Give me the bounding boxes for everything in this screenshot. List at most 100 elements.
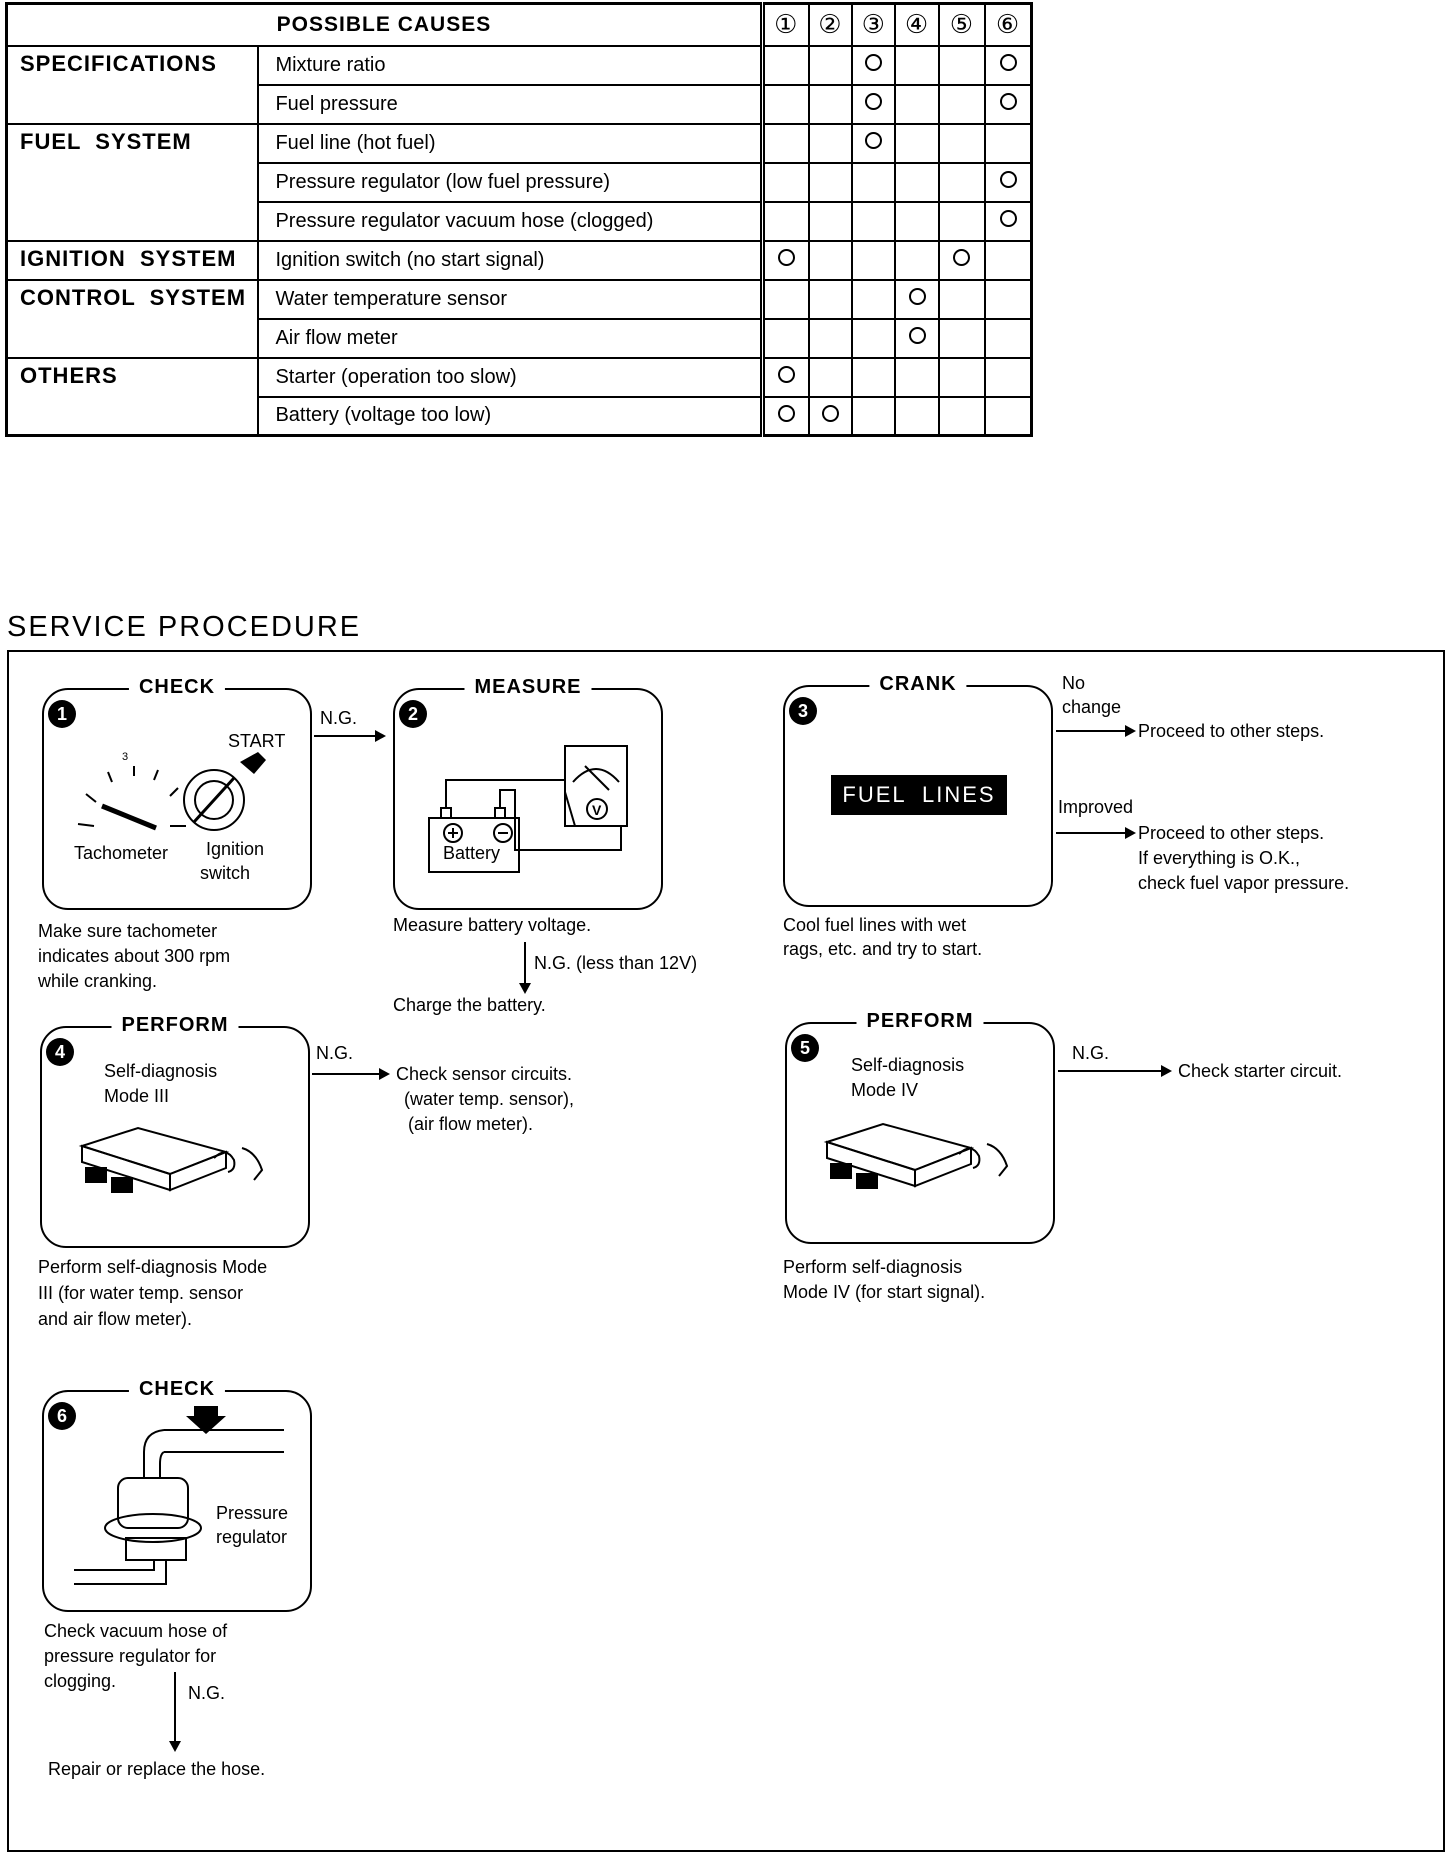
mark-cell [984,200,1033,242]
circle-mark-icon [865,132,883,149]
svg-text:3: 3 [122,751,128,763]
step5-box: PERFORM 5 Self-diagnosis Mode IV [785,1010,1055,1244]
mark-cell [851,200,897,242]
no-change-label-2: change [1062,697,1122,717]
mark-cell [937,200,987,242]
mark-cell [937,317,987,359]
mark-cell [937,83,987,125]
step5-result: Check starter circuit. [1178,1061,1343,1081]
ignition-label-1: Ignition [206,839,265,859]
improved-label: Improved [1058,797,1134,817]
service-procedure-title: SERVICE PROCEDURE [7,611,362,643]
circle-mark-icon [777,404,795,422]
step4-mode-2: Mode III [104,1086,170,1106]
proceed-1: Proceed to other steps. [1138,721,1325,741]
mark-cell [807,278,854,320]
step1-ng-label: N.G. [320,708,358,728]
cause-cell: Fuel line (hot fuel) [257,122,765,164]
pressure-label-1: Pressure [216,1503,289,1523]
mark-cell [761,161,810,203]
step1-desc-3: while cranking. [38,971,158,991]
step2-ng-label: N.G. (less than 12V) [534,953,698,973]
step3-box: CRANK 3 FUEL LINES [783,673,1053,907]
circle-mark-icon [999,210,1017,227]
mark-cell [761,395,810,437]
possible-causes-header: POSSIBLE CAUSES [5,2,765,47]
circle-mark-icon [821,404,839,422]
mark-cell [894,356,940,398]
cause-cell: Ignition switch (no start signal) [257,239,765,281]
mark-cell [984,356,1033,398]
mark-cell [894,278,940,320]
mark-cell [984,122,1033,164]
table-row: Pressure regulator vacuum hose (clogged) [7,200,1033,242]
mark-cell [984,317,1033,359]
mark-cell [807,83,854,125]
step3-desc-2: rags, etc. and try to start. [783,939,983,959]
step4-label: PERFORM [111,1014,239,1037]
circle-mark-icon [865,93,883,110]
column-5: ⑤ [937,2,987,47]
mark-cell [807,395,854,437]
mark-cell [851,356,897,398]
step5-desc-2: Mode IV (for start signal). [783,1282,986,1302]
mark-cell [807,200,854,242]
step2-desc: Measure battery voltage. [393,915,592,935]
cause-cell: Fuel pressure [257,83,765,125]
mark-cell [851,395,897,437]
mark-cell [851,83,897,125]
step6-label: CHECK [128,1378,226,1401]
mark-cell [984,83,1033,125]
mark-cell [807,44,854,86]
improved-arrow [1056,827,1136,839]
ecu-diagnosis-icon [78,1126,264,1193]
step5-mode-1: Self-diagnosis [851,1055,965,1075]
cause-cell: Water temperature sensor [257,278,765,320]
mark-cell [761,83,810,125]
pressure-label-2: regulator [216,1527,288,1547]
mark-cell [807,356,854,398]
cause-cell: Pressure regulator vacuum hose (clogged) [257,200,765,242]
mark-cell [937,278,987,320]
step5-ng-arrow [1058,1065,1172,1077]
mark-cell [937,356,987,398]
proceed-2: Proceed to other steps. [1138,823,1325,843]
step6-number: 6 [48,1402,76,1430]
mark-cell [937,395,987,437]
step4-ng-label: N.G. [316,1043,354,1063]
mark-cell [984,239,1033,281]
step2-box: MEASURE 2 V Battery [393,676,663,910]
mark-cell [807,317,854,359]
step5-mode-2: Mode IV [851,1080,919,1100]
category-cell: SPECIFICATIONS [5,44,260,125]
category-cell: OTHERS [5,356,260,437]
step6-ng-label: N.G. [188,1683,226,1703]
possible-causes-table: POSSIBLE CAUSES ① ② ③ ④ ⑤ ⑥ SPECIFICATIO… [5,2,1033,437]
mark-cell [894,395,940,437]
step5-number: 5 [791,1034,819,1062]
circle-mark-icon [908,327,926,344]
mark-cell [894,44,940,86]
circle-mark-icon [999,171,1017,188]
step6-result: Repair or replace the hose. [48,1759,266,1779]
table-row: Air flow meter [7,317,1033,359]
mark-cell [984,278,1033,320]
mark-cell [851,239,897,281]
step2-result: Charge the battery. [393,995,546,1015]
step1-desc-2: indicates about 300 rpm [38,946,231,966]
mark-cell [807,161,854,203]
step3-desc-1: Cool fuel lines with wet [783,915,967,935]
step4-number: 4 [46,1038,74,1066]
step1-label: CHECK [128,676,226,699]
column-6: ⑥ [984,2,1033,47]
step4-desc-1: Perform self-diagnosis Mode [38,1257,268,1277]
step1-box: CHECK 1 START 3 Tachometer Ignition swit… [42,676,312,910]
step3-number: 3 [789,697,817,725]
mark-cell [984,161,1033,203]
start-label: START [228,731,286,751]
step4-mode-1: Self-diagnosis [104,1061,218,1081]
step3-label: CRANK [869,673,967,696]
